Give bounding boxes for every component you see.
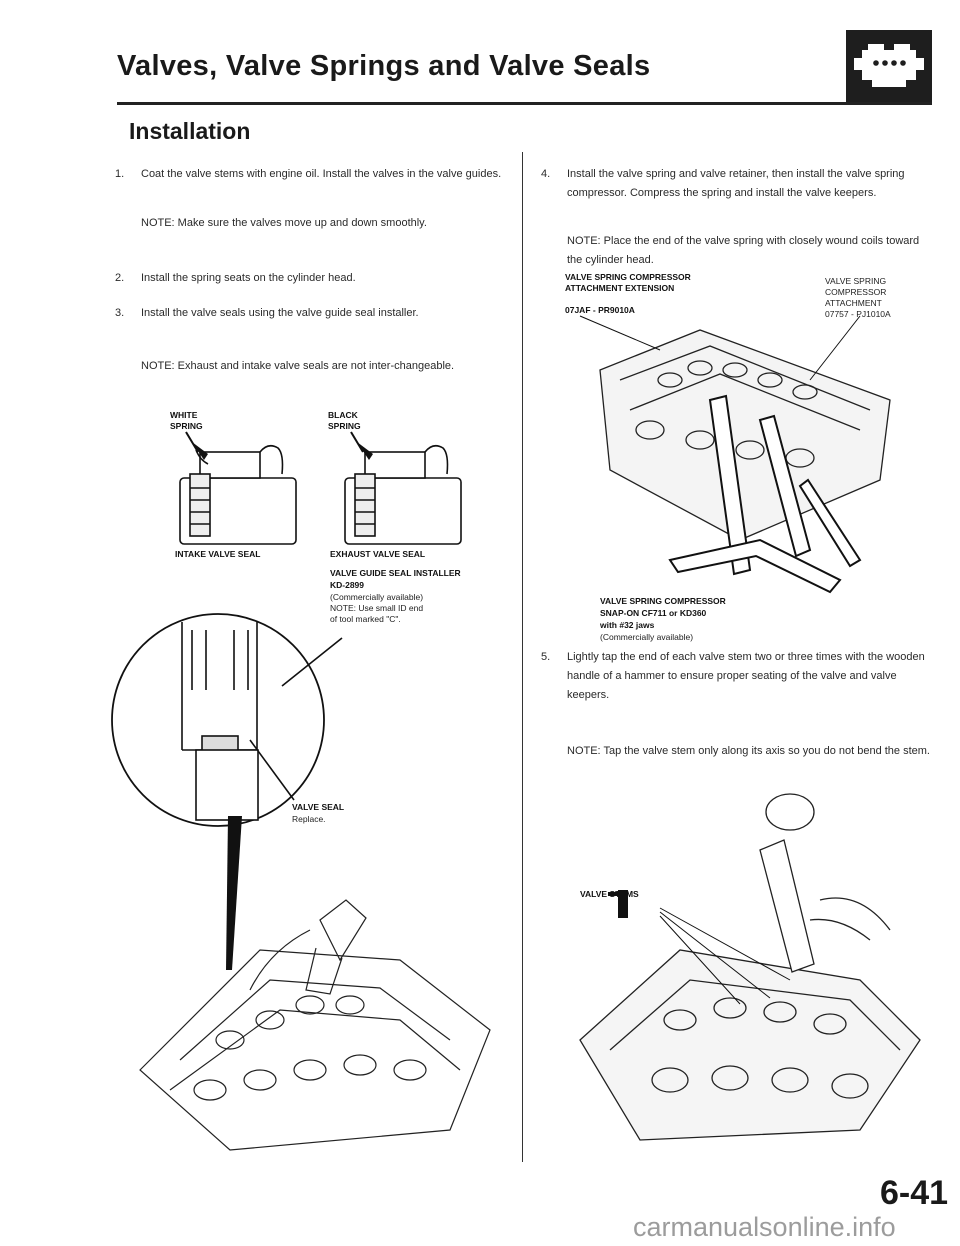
extension-number: 07JAF - PR9010A <box>565 305 635 315</box>
seal-installer-illustrations <box>179 431 462 545</box>
page-title: Valves, Valve Springs and Valve Seals <box>117 50 651 82</box>
note-valve-movement: NOTE: Make sure the valves move up and d… <box>141 217 427 229</box>
attachment-label: VALVE SPRING COMPRESSOR ATTACHMENT <box>825 276 887 308</box>
compressor-label: VALVE SPRING COMPRESSOR <box>600 596 726 606</box>
step-4: 4. Install the valve spring and valve re… <box>541 165 933 203</box>
valve-stems-tapping-illustration <box>579 793 921 1141</box>
black-spring-label: BLACK SPRING <box>328 410 361 431</box>
note-tap-axis: NOTE: Tap the valve stem only along its … <box>567 745 930 757</box>
page-number: 6-41 <box>880 1174 949 1212</box>
step-text: Coat the valve stems with engine oil. In… <box>141 168 502 180</box>
step-number: 4. <box>541 168 551 180</box>
installer-tool-name: VALVE GUIDE SEAL INSTALLER <box>330 568 461 578</box>
attachment-number: 07757 - PJ1010A <box>825 309 891 319</box>
step-text: Install the valve spring and valve retai… <box>567 168 905 199</box>
compressor-availability: (Commercially available) <box>600 632 694 642</box>
step-number: 1. <box>115 168 125 180</box>
valve-seal-label: VALVE SEAL <box>292 802 345 812</box>
compressor-jaws: with #32 jaws <box>600 620 655 630</box>
compressor-number: SNAP-ON CF711 or KD360 <box>600 608 707 618</box>
extension-label: VALVE SPRING COMPRESSOR ATTACHMENT EXTEN… <box>565 272 691 293</box>
step-number: 3. <box>115 307 125 319</box>
step-3: 3. Install the valve seals using the val… <box>115 304 505 323</box>
valve-spring-compressor-illustration <box>579 315 891 594</box>
column-divider <box>522 152 523 1162</box>
note-spring-orientation: NOTE: Place the end of the valve spring … <box>567 235 920 266</box>
exhaust-seal-label: EXHAUST VALVE SEAL <box>330 549 426 559</box>
step-text: Lightly tap the end of each valve stem t… <box>567 651 925 701</box>
valve-seal-installer-illustration <box>111 613 491 1151</box>
step-number: 2. <box>115 272 125 284</box>
installer-tool-number: KD-2899 <box>330 580 365 590</box>
step-1: 1. Coat the valve stems with engine oil.… <box>115 165 505 184</box>
step-2: 2. Install the spring seats on the cylin… <box>115 269 505 288</box>
white-spring-label: WHITE SPRING <box>170 410 203 431</box>
title-divider <box>117 102 932 105</box>
intake-seal-label: INTAKE VALVE SEAL <box>175 549 261 559</box>
section-heading: Installation <box>129 118 251 144</box>
engine-icon <box>846 30 932 102</box>
step-5: 5. Lightly tap the end of each valve ste… <box>541 648 933 705</box>
note-seals: NOTE: Exhaust and intake valve seals are… <box>141 360 455 372</box>
installer-availability: (Commercially available) <box>330 592 424 602</box>
step-number: 5. <box>541 651 551 663</box>
step-text: Install the valve seals using the valve … <box>141 307 419 319</box>
watermark: carmanualsonline.info <box>633 1212 896 1242</box>
step-text: Install the spring seats on the cylinder… <box>141 272 356 284</box>
installer-note: NOTE: Use small ID end of tool marked "C… <box>330 603 424 624</box>
valve-seal-action: Replace. <box>292 814 326 824</box>
